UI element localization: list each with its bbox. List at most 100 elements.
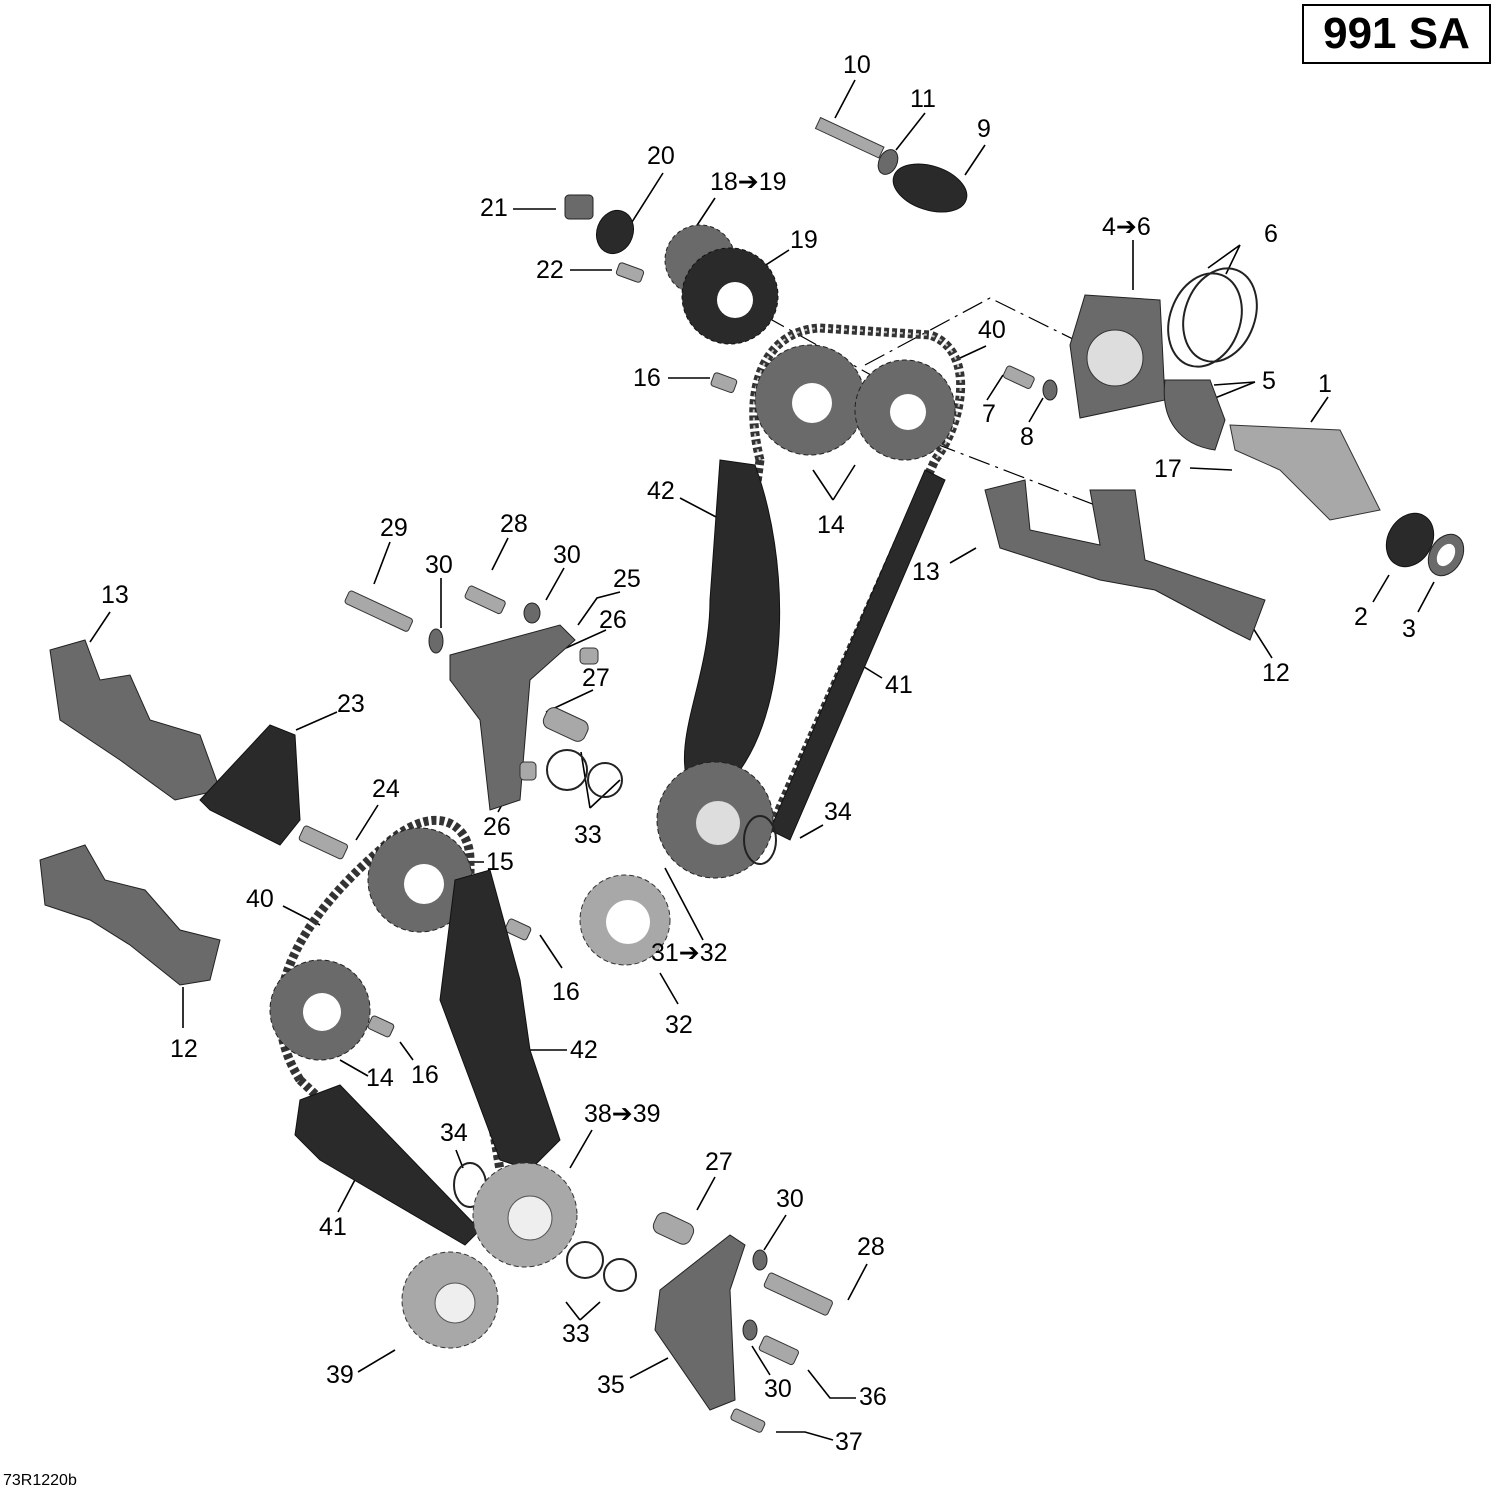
bracket-35 bbox=[654, 1234, 746, 1411]
screw-22 bbox=[615, 262, 645, 283]
callout-c13b: 13 bbox=[101, 581, 129, 609]
needle-bearing-33b bbox=[566, 1241, 604, 1279]
bolt-36 bbox=[758, 1335, 799, 1366]
callout-c32: 32 bbox=[665, 1011, 693, 1039]
callout-c28b: 28 bbox=[857, 1233, 885, 1261]
callout-c3: 3 bbox=[1402, 615, 1416, 643]
callout-c42b: 42 bbox=[570, 1036, 598, 1064]
bushing-27b bbox=[652, 1212, 695, 1245]
screw-16b bbox=[504, 918, 532, 941]
bearing-2 bbox=[1385, 512, 1435, 568]
callout-c11: 11 bbox=[910, 85, 936, 113]
chain-guide-42-upper bbox=[683, 459, 781, 791]
model-code-badge: 991 SA bbox=[1302, 4, 1491, 64]
chain-tensioner-41-lower bbox=[294, 1084, 481, 1246]
screw-16a bbox=[710, 372, 738, 394]
needle-bearing-33a bbox=[546, 749, 588, 791]
callout-c41a: 41 bbox=[885, 671, 913, 699]
callout-c41b: 41 bbox=[319, 1213, 347, 1241]
callout-c38: 38➔39 bbox=[584, 1100, 661, 1128]
callout-c4: 4➔6 bbox=[1102, 213, 1151, 241]
callout-c17: 17 bbox=[1154, 455, 1182, 483]
bushing-27a bbox=[542, 707, 589, 742]
lock-plate-20 bbox=[595, 209, 635, 255]
callout-c14a: 14 bbox=[817, 511, 845, 539]
callout-c33b: 33 bbox=[562, 1320, 590, 1348]
callout-c15: 15 bbox=[486, 848, 514, 876]
washer-30c bbox=[752, 1249, 768, 1271]
callout-c34a: 34 bbox=[824, 798, 852, 826]
callout-c9: 9 bbox=[977, 115, 991, 143]
callout-c12b: 12 bbox=[170, 1035, 198, 1063]
bolt-24 bbox=[298, 825, 349, 860]
callout-c16b: 16 bbox=[552, 978, 580, 1006]
callout-c29: 29 bbox=[380, 514, 408, 542]
callout-c25: 25 bbox=[613, 565, 641, 593]
callout-c30b: 30 bbox=[553, 541, 581, 569]
callout-c30a: 30 bbox=[425, 551, 453, 579]
washer-8 bbox=[1042, 379, 1058, 401]
callout-c37: 37 bbox=[835, 1428, 863, 1456]
washer-11 bbox=[877, 149, 899, 175]
callout-c12a: 12 bbox=[1262, 659, 1290, 687]
callout-c30c: 30 bbox=[776, 1185, 804, 1213]
callout-c8: 8 bbox=[1020, 423, 1034, 451]
callout-c27b: 27 bbox=[705, 1148, 733, 1176]
callout-c26b: 26 bbox=[483, 813, 511, 841]
callout-c23: 23 bbox=[337, 690, 365, 718]
callout-c21: 21 bbox=[480, 194, 508, 222]
camshaft-13-lower bbox=[49, 639, 221, 801]
callout-c33a: 33 bbox=[574, 821, 602, 849]
callout-c28a: 28 bbox=[500, 510, 528, 538]
bolt-7 bbox=[1002, 365, 1035, 389]
callout-c30d: 30 bbox=[764, 1375, 792, 1403]
chain-tensioner-41-upper bbox=[769, 469, 946, 841]
callout-c39: 39 bbox=[326, 1361, 354, 1389]
callout-c2: 2 bbox=[1354, 603, 1368, 631]
rubber-damper-9 bbox=[892, 163, 968, 213]
camshaft-12-lower bbox=[39, 844, 221, 986]
washer-30d bbox=[742, 1319, 758, 1341]
callout-c19: 19 bbox=[790, 226, 818, 254]
callout-c14b: 14 bbox=[366, 1064, 394, 1092]
callout-c31: 31➔32 bbox=[651, 939, 728, 967]
callout-c13a: 13 bbox=[912, 558, 940, 586]
bolt-28b bbox=[763, 1272, 833, 1316]
callout-c5: 5 bbox=[1262, 367, 1276, 395]
o-rings-6 bbox=[1167, 272, 1243, 368]
callout-c36: 36 bbox=[859, 1383, 887, 1411]
callout-c10: 10 bbox=[843, 51, 871, 79]
bracket-25 bbox=[449, 624, 576, 811]
callout-c16a: 16 bbox=[633, 364, 661, 392]
assembly-axis-lines bbox=[699, 279, 1096, 506]
washer-30a bbox=[428, 628, 444, 654]
callout-c40b: 40 bbox=[246, 885, 274, 913]
camshaft-1 bbox=[1229, 424, 1381, 521]
bolt-28a bbox=[464, 585, 506, 615]
callout-c1: 1 bbox=[1318, 370, 1332, 398]
callout-c22: 22 bbox=[536, 256, 564, 284]
callout-c18: 18➔19 bbox=[710, 168, 787, 196]
washer-30b bbox=[523, 602, 541, 624]
callout-c35: 35 bbox=[597, 1371, 625, 1399]
callout-c24: 24 bbox=[372, 775, 400, 803]
callout-c42a: 42 bbox=[647, 477, 675, 505]
callout-c26a: 26 bbox=[599, 606, 627, 634]
camshaft-13-upper bbox=[984, 479, 1266, 641]
callout-c20: 20 bbox=[647, 142, 675, 170]
screw-37 bbox=[730, 1408, 766, 1433]
dowel-26a bbox=[579, 647, 599, 665]
callout-c7: 7 bbox=[982, 400, 996, 428]
chain-guide-block-23 bbox=[199, 724, 301, 846]
callout-c34b: 34 bbox=[440, 1119, 468, 1147]
callout-c16c: 16 bbox=[411, 1061, 439, 1089]
callout-c6: 6 bbox=[1264, 220, 1278, 248]
screw-16c bbox=[367, 1015, 395, 1038]
bolt-10 bbox=[814, 116, 885, 159]
figure-id: 73R1220b bbox=[3, 1472, 77, 1489]
callout-c27a: 27 bbox=[582, 664, 610, 692]
bearing-shells-5 bbox=[1163, 379, 1226, 451]
callout-c40a: 40 bbox=[978, 316, 1006, 344]
